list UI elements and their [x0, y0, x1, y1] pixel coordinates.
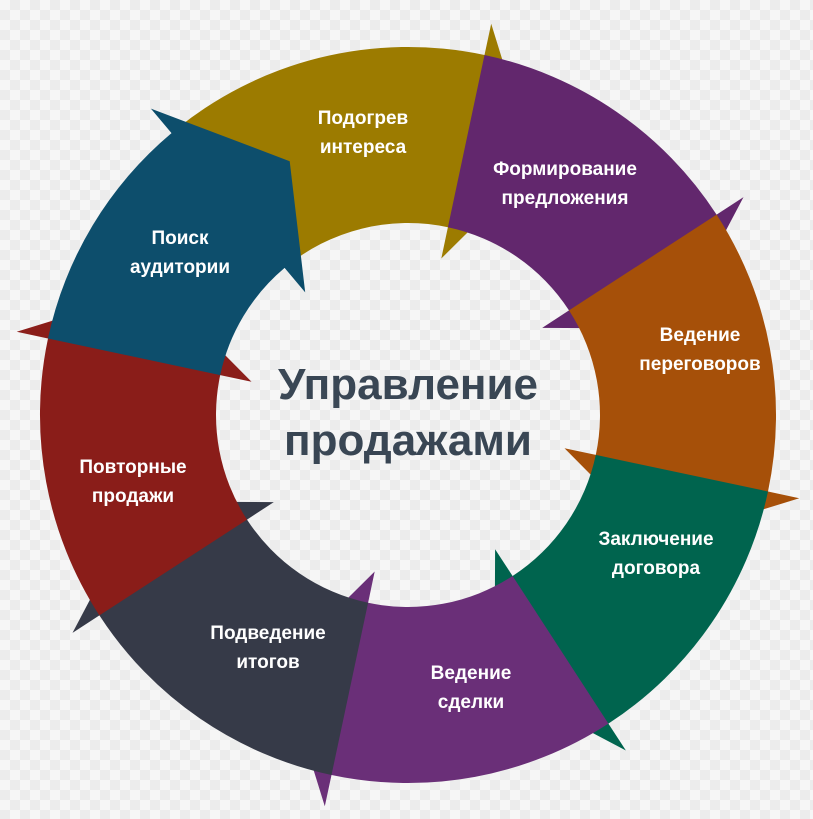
stage-arrow-5 [280, 571, 609, 807]
stage-arrow-7 [16, 287, 252, 616]
stage-arrow-3 [564, 214, 800, 543]
center-title: Управление продажами [278, 357, 538, 469]
stage-arrow-8 [48, 108, 306, 376]
title-line2: продажами [284, 416, 532, 465]
title-line1: Управление [277, 360, 539, 409]
